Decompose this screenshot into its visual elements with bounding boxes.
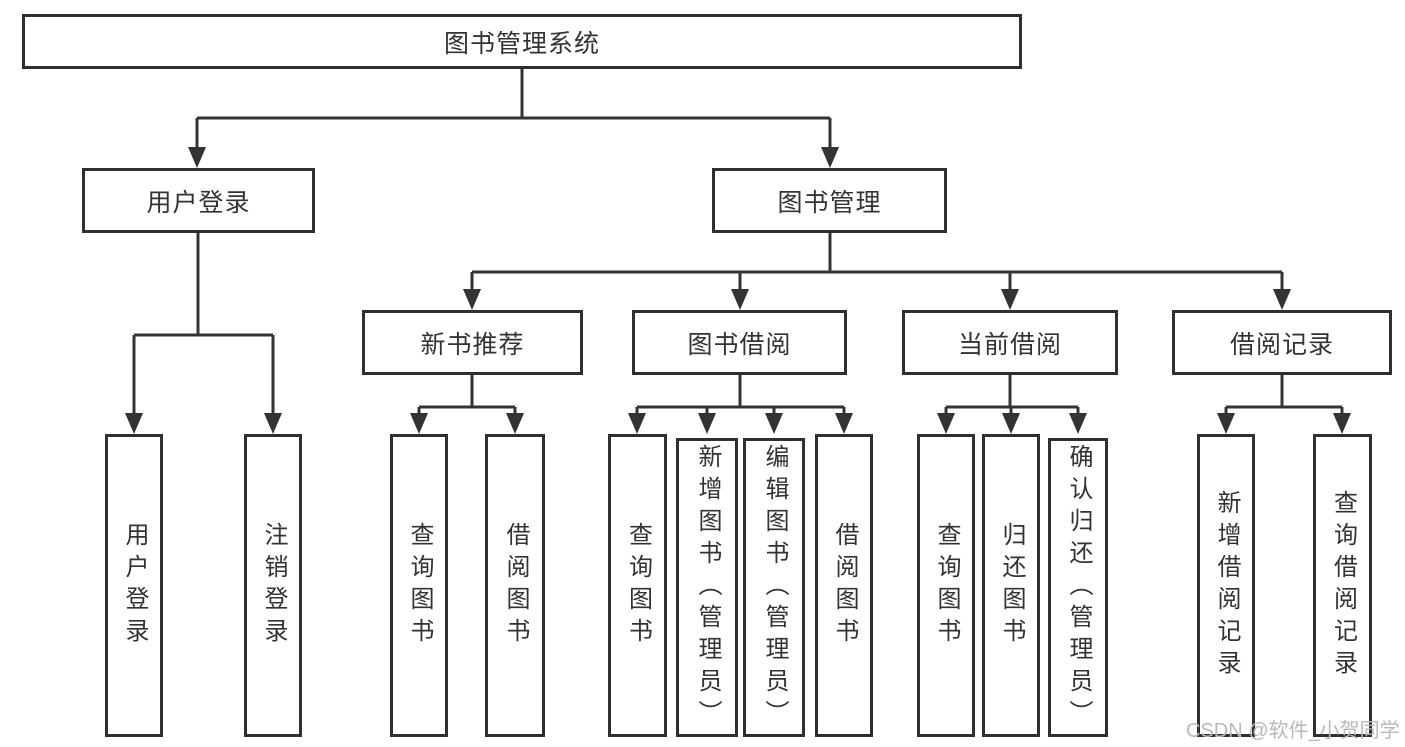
- node-bb-add-books-admin: 新增图书（管理员）: [676, 438, 738, 737]
- node-bb-edit-books-admin: 编辑图书（管理员）: [743, 438, 805, 737]
- node-label: 查询图书: [406, 521, 433, 650]
- node-br-add-record: 新增借阅记录: [1197, 434, 1255, 737]
- connector-borrowing-records-branch: [1217, 375, 1351, 434]
- connector-book-management-split: [463, 233, 1291, 310]
- node-label: 查询图书: [933, 521, 960, 650]
- node-label: 用户登录: [146, 188, 251, 217]
- node-label: 图书借阅: [687, 330, 792, 359]
- connector-root-split: [188, 68, 839, 168]
- node-root-library-system: 图书管理系统: [22, 14, 1022, 69]
- node-label: 借阅图书: [831, 521, 858, 650]
- node-label: 确认归还（管理员）: [1065, 443, 1092, 732]
- node-bb-borrow-books: 借阅图书: [815, 434, 873, 737]
- node-nbr-borrow-books: 借阅图书: [485, 434, 545, 737]
- node-label: 借阅图书: [502, 521, 529, 650]
- node-bb-query-books: 查询图书: [608, 434, 667, 737]
- node-new-book-recommendation: 新书推荐: [362, 310, 583, 375]
- node-br-query-record: 查询借阅记录: [1313, 434, 1372, 737]
- node-label: 当前借阅: [957, 330, 1062, 359]
- connector-current-borrowing-branch: [937, 375, 1087, 434]
- node-book-management: 图书管理: [712, 168, 947, 233]
- node-label: 归还图书: [998, 521, 1025, 650]
- node-borrowing-records: 借阅记录: [1172, 310, 1392, 375]
- node-cb-query-books: 查询图书: [917, 434, 975, 737]
- node-cb-confirm-return-admin: 确认归还（管理员）: [1048, 438, 1108, 737]
- connector-new-book-branch: [410, 375, 524, 434]
- node-label: 图书管理: [777, 188, 882, 217]
- node-cb-return-books: 归还图书: [982, 434, 1040, 737]
- node-label: 新增借阅记录: [1213, 489, 1240, 682]
- node-current-borrowing: 当前借阅: [902, 310, 1118, 375]
- node-label: 查询借阅记录: [1329, 489, 1357, 682]
- connector-user-login-branch: [125, 233, 282, 434]
- node-label: 注销登录: [260, 521, 287, 650]
- node-logout-leaf: 注销登录: [244, 434, 302, 737]
- node-label: 编辑图书（管理员）: [761, 443, 788, 732]
- node-label: 新增图书（管理员）: [694, 443, 721, 732]
- connector-book-borrowing-branch: [628, 375, 853, 434]
- node-label: 查询图书: [624, 521, 652, 650]
- watermark: CSDN @软件_小贺同学: [1186, 720, 1400, 742]
- node-user-login-leaf: 用户登录: [105, 434, 163, 737]
- node-book-borrowing: 图书借阅: [632, 310, 847, 375]
- node-label: 用户登录: [121, 521, 148, 650]
- node-nbr-query-books: 查询图书: [390, 434, 448, 737]
- node-label: 借阅记录: [1229, 330, 1334, 359]
- node-user-login: 用户登录: [82, 168, 315, 233]
- node-label: 新书推荐: [420, 330, 525, 359]
- node-label: 图书管理系统: [443, 29, 600, 58]
